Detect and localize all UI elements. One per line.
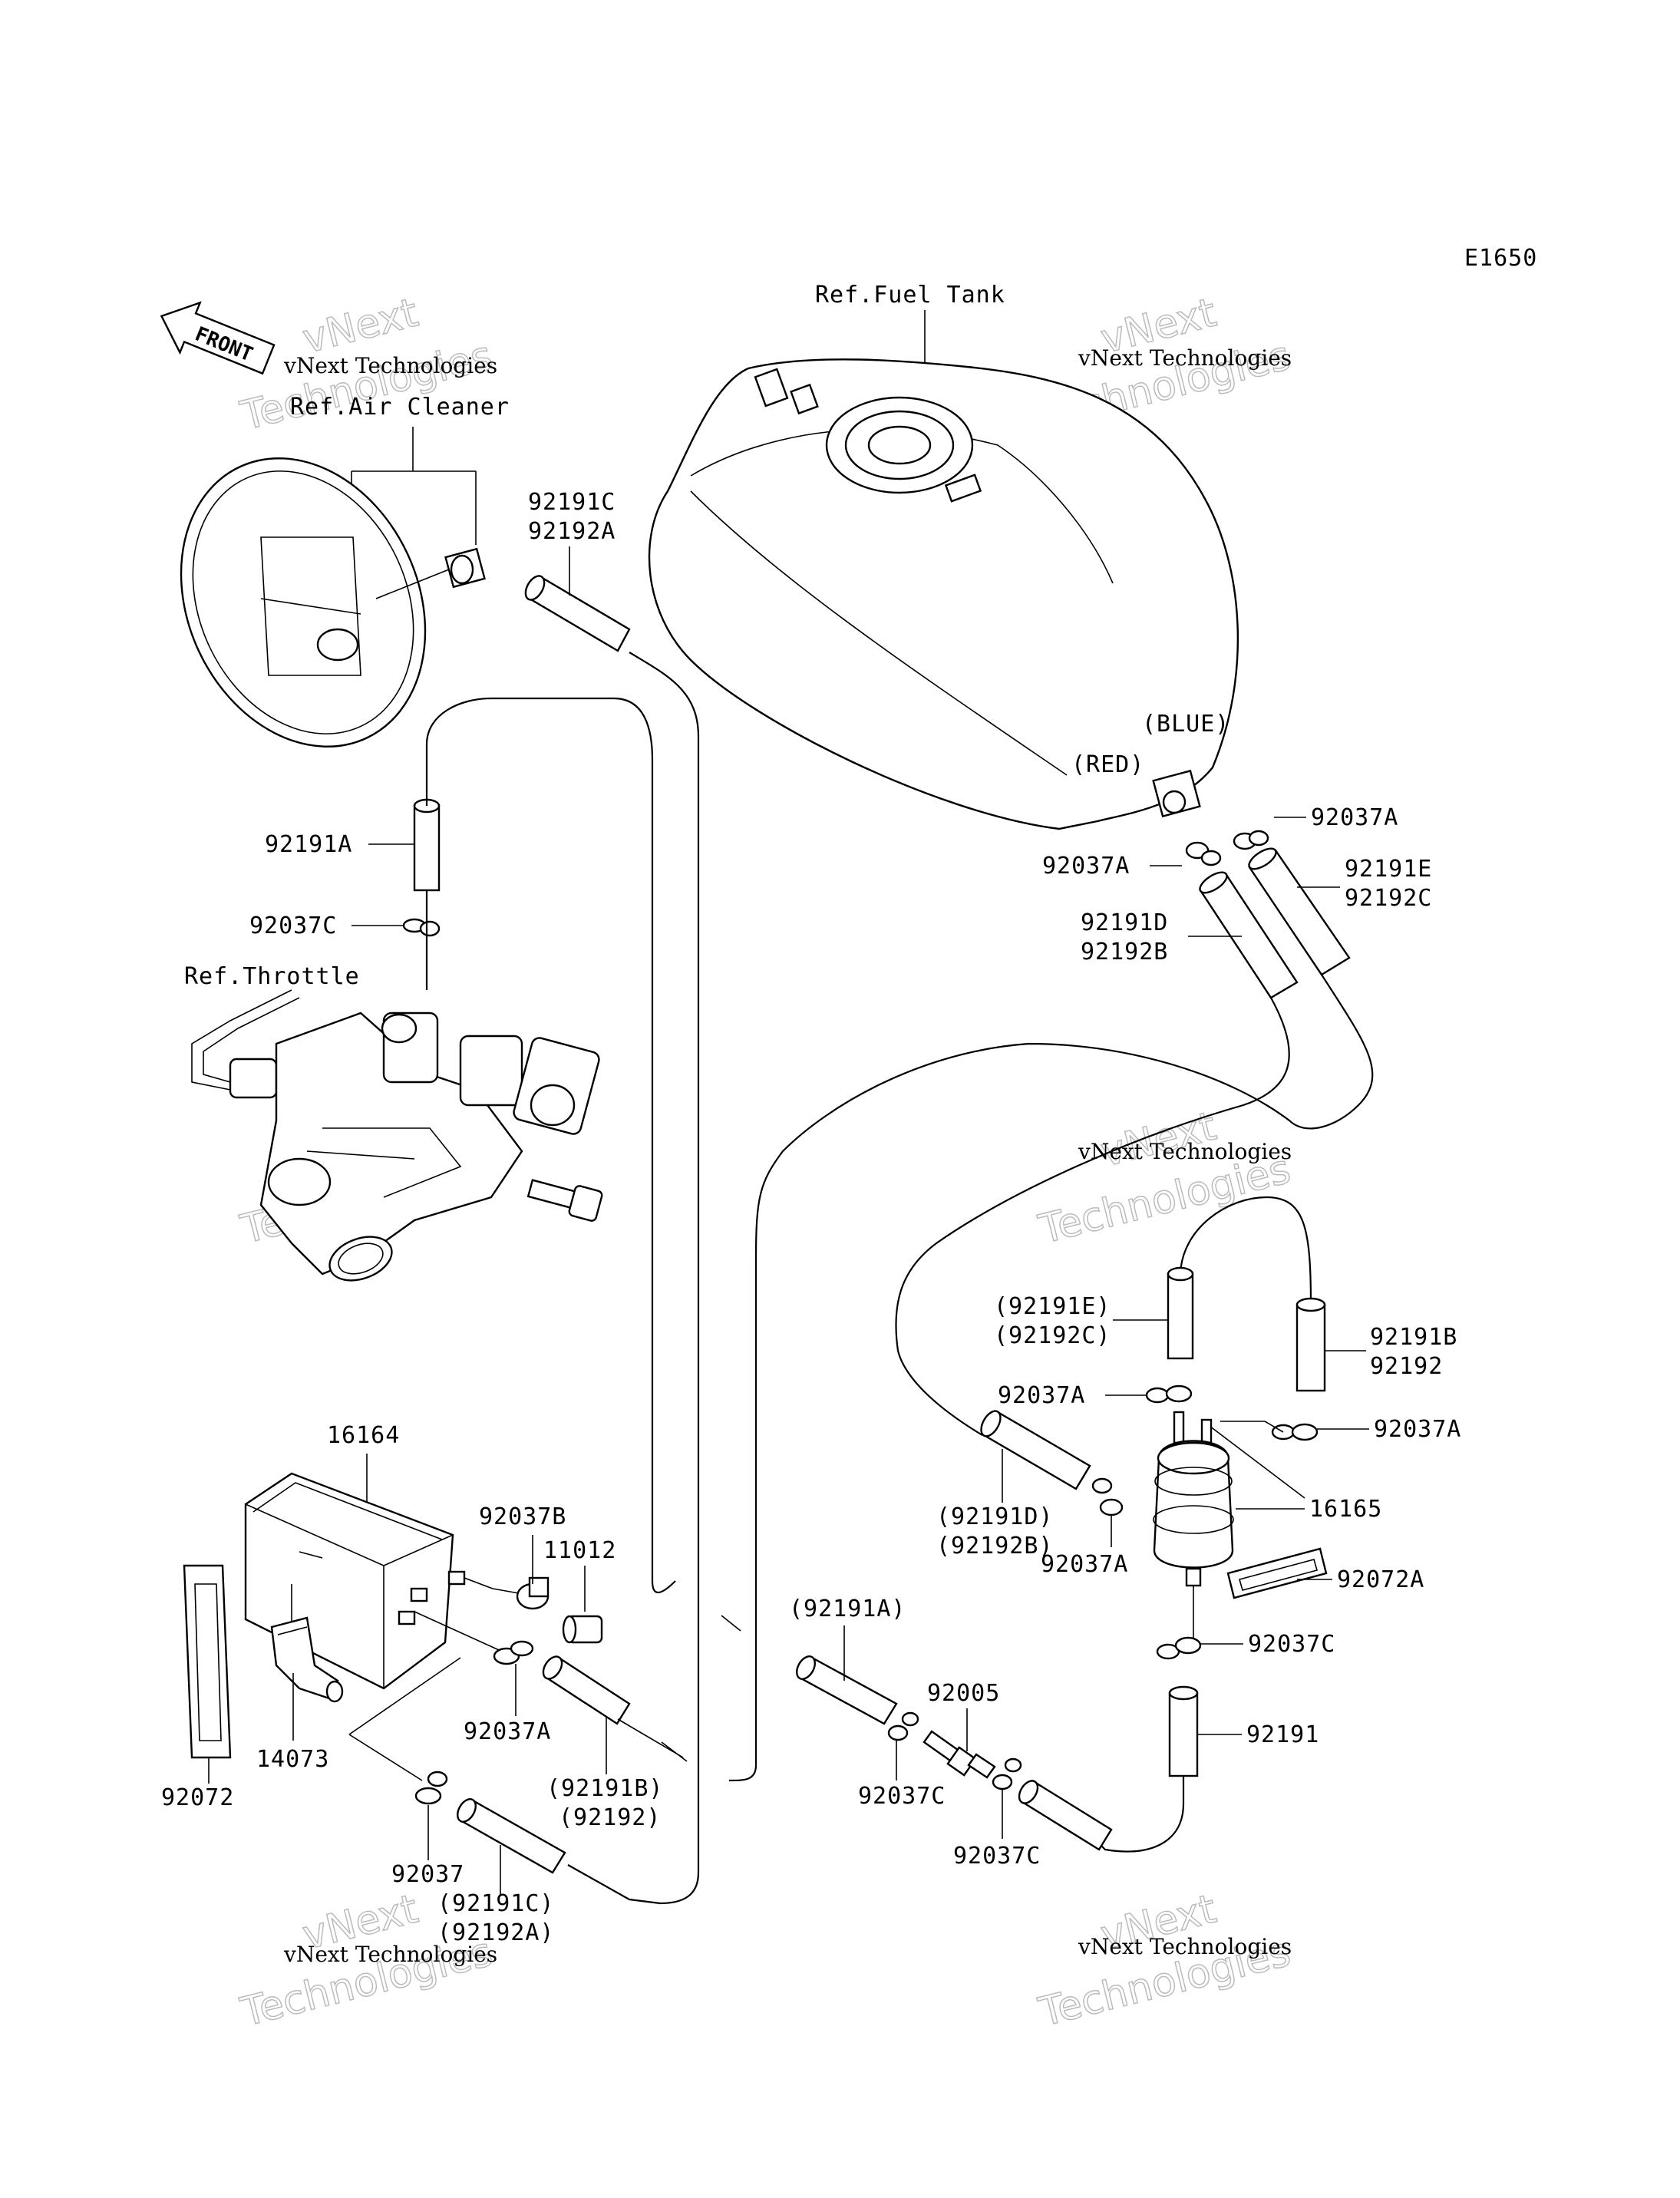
fuel-filter-16165 bbox=[1153, 1411, 1234, 1587]
watermark-bottom-right: vNext Technologies vNext Technologies bbox=[1034, 1886, 1295, 2037]
label-92191D-par: (92191D) bbox=[936, 1503, 1054, 1530]
label-92191E-par: (92191E) bbox=[994, 1293, 1111, 1320]
label-16165: 16165 bbox=[1309, 1496, 1382, 1523]
label-92191D: 92191D bbox=[1081, 909, 1168, 936]
ref-throttle-label: Ref.Throttle bbox=[184, 963, 360, 990]
ref-air-cleaner-label: Ref.Air Cleaner bbox=[290, 394, 510, 421]
label-16164: 16164 bbox=[327, 1422, 400, 1449]
clamp-92037A-filter bbox=[1091, 1477, 1124, 1516]
hose-92191 bbox=[1168, 1685, 1199, 1777]
connector-11012 bbox=[562, 1615, 603, 1644]
label-92037: 92037 bbox=[391, 1861, 464, 1888]
label-92192B-par: (92192B) bbox=[936, 1533, 1054, 1559]
throttle-body-illustration bbox=[191, 989, 603, 1282]
watermark-middle-right: vNext Technologies vNext Technologies bbox=[1034, 1103, 1295, 1254]
clamp-92037A-mid-right bbox=[1271, 1423, 1319, 1441]
hose-92191B-filter bbox=[1295, 1297, 1326, 1392]
hose-92191E-filter bbox=[1167, 1266, 1194, 1360]
hose-route-fuel-loop bbox=[1179, 1196, 1312, 1305]
label-92037B: 92037B bbox=[479, 1503, 566, 1530]
vent-hose-14073 bbox=[270, 1616, 344, 1703]
clamp-92037A-canister bbox=[493, 1640, 534, 1665]
red-mark-label: (RED) bbox=[1071, 751, 1144, 778]
svg-text:vNext: vNext bbox=[299, 290, 423, 363]
label-92192B: 92192B bbox=[1081, 939, 1168, 965]
hose-92191C-bottom bbox=[457, 1798, 566, 1874]
hose-92191B-canister bbox=[542, 1655, 631, 1725]
diagram-code: E1650 bbox=[1464, 245, 1537, 272]
label-92037A-mid-left: 92037A bbox=[998, 1382, 1085, 1409]
strap-92072 bbox=[183, 1564, 232, 1759]
hose-route-inner-left bbox=[425, 697, 676, 1594]
label-92191B-par: (92191B) bbox=[546, 1775, 664, 1802]
hose-92191D bbox=[1199, 871, 1299, 999]
hose-valve-outlet bbox=[1018, 1780, 1113, 1851]
label-92192A-par: (92192A) bbox=[437, 1919, 555, 1946]
svg-text:vNext Technologies: vNext Technologies bbox=[1078, 1139, 1292, 1164]
blue-mark-label: (BLUE) bbox=[1142, 711, 1229, 738]
label-92192A: 92192A bbox=[528, 518, 616, 545]
label-14073: 14073 bbox=[256, 1746, 329, 1773]
hose-route-center bbox=[728, 974, 1374, 1782]
label-92191B: 92191B bbox=[1370, 1324, 1457, 1351]
label-92192: 92192 bbox=[1370, 1353, 1443, 1380]
label-92037C-valve-right: 92037C bbox=[953, 1843, 1041, 1870]
label-92191: 92191 bbox=[1246, 1721, 1319, 1748]
label-92037A-tank-right: 92037A bbox=[1311, 804, 1398, 831]
hose-92191A-left bbox=[413, 798, 441, 892]
label-92191A-par: (92191A) bbox=[789, 1596, 906, 1622]
clamp-92037A-tank-left bbox=[1185, 841, 1222, 866]
hose-92191E bbox=[1248, 847, 1351, 976]
label-92191C: 92191C bbox=[528, 489, 616, 516]
label-92072A: 92072A bbox=[1337, 1566, 1424, 1593]
hose-route-outer-left bbox=[567, 652, 700, 1905]
clamp-92037C-top bbox=[402, 918, 441, 937]
hose-92191D-filter bbox=[980, 1410, 1091, 1490]
clamp-92037C-valve-right bbox=[992, 1757, 1022, 1790]
label-92192C: 92192C bbox=[1345, 885, 1432, 912]
label-92192-par: (92192) bbox=[559, 1804, 661, 1831]
label-92191E: 92191E bbox=[1345, 856, 1432, 883]
svg-text:vNext Technologies: vNext Technologies bbox=[1078, 345, 1292, 371]
clamp-92037A-mid-left bbox=[1145, 1384, 1193, 1404]
label-92037C-top: 92037C bbox=[249, 913, 337, 939]
label-92037A-canister: 92037A bbox=[464, 1718, 551, 1745]
svg-text:vNext Technologies: vNext Technologies bbox=[283, 1942, 497, 1967]
hose-route-filter-in bbox=[895, 997, 1290, 1436]
clamp-92037C-filter bbox=[1156, 1636, 1202, 1660]
label-92037A-filter: 92037A bbox=[1041, 1551, 1128, 1578]
label-11012: 11012 bbox=[543, 1537, 616, 1564]
label-92072: 92072 bbox=[161, 1784, 234, 1811]
fuel-tank-illustration bbox=[648, 358, 1239, 830]
svg-text:vNext Technologies: vNext Technologies bbox=[1078, 1934, 1292, 1959]
ref-fuel-tank-label: Ref.Fuel Tank bbox=[815, 282, 1005, 309]
svg-text:vNext Technologies: vNext Technologies bbox=[283, 353, 497, 378]
label-92037C-valve-left: 92037C bbox=[858, 1783, 946, 1810]
air-cleaner-illustration bbox=[180, 457, 486, 748]
label-92037C-filter: 92037C bbox=[1248, 1631, 1335, 1658]
valve-92005 bbox=[923, 1730, 996, 1779]
hose-92191A-valve bbox=[796, 1655, 898, 1725]
clamp-92037 bbox=[414, 1771, 448, 1805]
hose-92191C-top bbox=[524, 575, 631, 652]
label-92037A-tank-left: 92037A bbox=[1042, 853, 1130, 880]
label-92191A: 92191A bbox=[265, 831, 352, 858]
label-92037A-mid-right: 92037A bbox=[1374, 1416, 1461, 1443]
strap-92072A bbox=[1226, 1547, 1328, 1599]
svg-text:Technologies: Technologies bbox=[236, 333, 497, 440]
front-arrow-icon: FRONT bbox=[160, 301, 276, 375]
label-92005: 92005 bbox=[927, 1680, 1000, 1707]
label-92191C-par: (92191C) bbox=[437, 1890, 555, 1917]
clamp-92037C-valve-left bbox=[887, 1711, 919, 1741]
label-92192C-par: (92192C) bbox=[994, 1322, 1111, 1349]
clamp-92037A-tank-right bbox=[1233, 830, 1269, 850]
